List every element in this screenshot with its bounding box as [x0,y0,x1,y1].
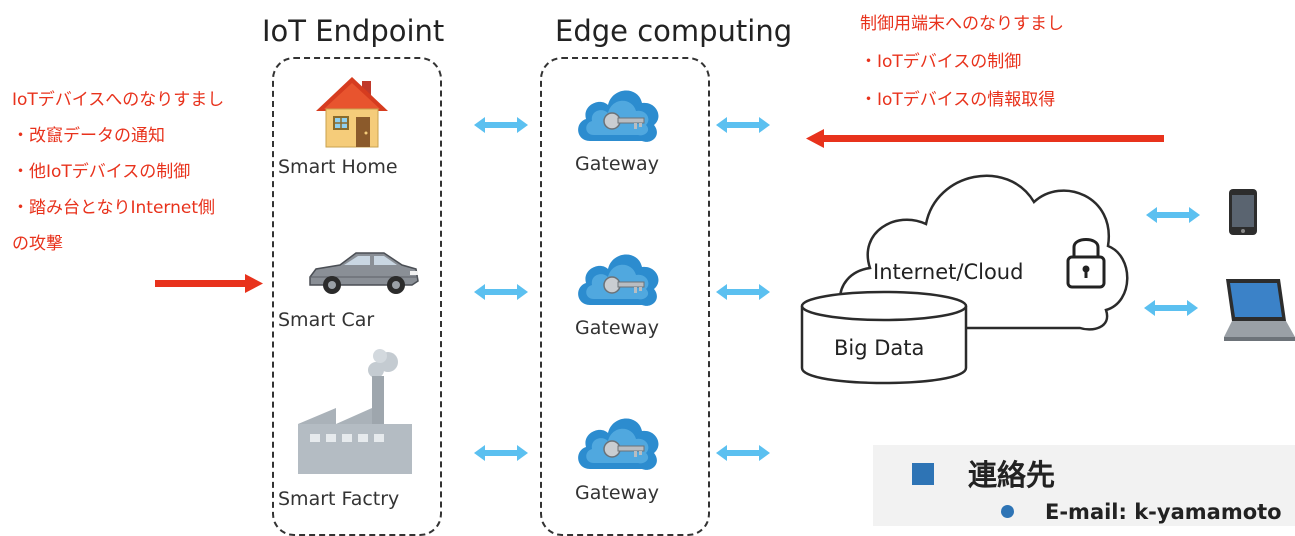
double-arrow-icon [474,284,528,300]
cloud-key-icon [578,418,659,470]
double-arrow-icon [1146,207,1200,223]
cloud-label: Internet/Cloud [873,260,1024,284]
house-icon [316,77,388,148]
smartphone-icon [1229,189,1257,235]
cloud-key-icon [578,90,659,142]
left-attack-arrow [155,274,263,293]
double-arrow-icon [1144,300,1198,316]
gateway-label: Gateway [575,317,659,339]
right-threat-line: 制御用端末へのなりすまし [860,14,1064,34]
big-data-cylinder [800,290,968,385]
double-arrow-icon [716,117,770,133]
right-threat-line: ・IoTデバイスの情報取得 [860,90,1056,110]
double-arrow-icon [474,117,528,133]
internet-cloud-shape [838,174,1129,331]
lock-icon [1066,238,1106,289]
double-arrow-icon [474,445,528,461]
contact-bullet-square [912,463,934,485]
factory-icon [298,349,412,474]
endpoint-label: Smart Car [278,309,375,331]
endpoint-label: Smart Factry [278,488,400,510]
cloud-key-icon [578,254,659,306]
left-threat-list: IoTデバイスへのなりすまし ・改竄データの通知 ・他IoTデバイスの制御 ・踏… [12,92,224,272]
gateway-label: Gateway [575,482,659,504]
car-icon [309,252,419,294]
left-threat-line: の攻撃 [12,234,63,254]
double-arrow-icon [716,284,770,300]
edge-column-title: Edge computing [555,14,793,48]
right-threat-line: ・IoTデバイスの制御 [860,52,1022,72]
contact-email[interactable]: E-mail: k-yamamoto [1045,500,1282,524]
left-threat-line: IoTデバイスへのなりすまし [12,90,225,110]
contact-heading: 連絡先 [968,458,1056,492]
right-threat-list: 制御用端末へのなりすまし ・IoTデバイスの制御 ・IoTデバイスの情報取得 [860,16,1064,130]
contact-panel [873,445,1295,526]
double-arrow-icon [716,445,770,461]
big-data-label: Big Data [834,336,925,360]
left-threat-line: ・改竄データの通知 [12,126,165,146]
left-threat-line: ・踏み台となりInternet側 [12,198,215,218]
gateway-label: Gateway [575,153,659,175]
left-threat-line: ・他IoTデバイスの制御 [12,162,191,182]
contact-bullet-dot [1001,505,1014,518]
right-attack-arrow [806,129,1164,148]
endpoint-label: Smart Home [278,156,398,178]
laptop-icon [1224,279,1295,341]
endpoint-column-title: IoT Endpoint [262,14,445,48]
